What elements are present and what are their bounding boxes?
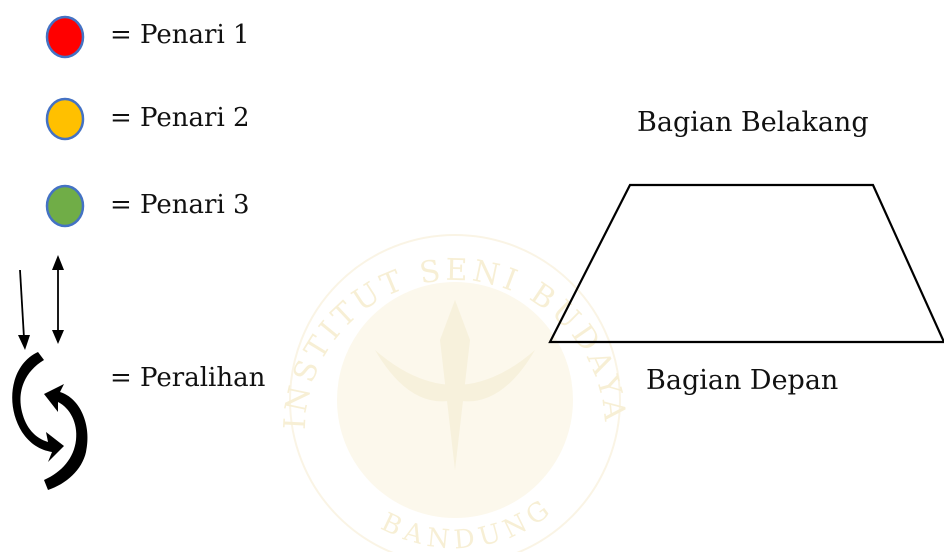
dancer-3-dot bbox=[45, 184, 85, 228]
seal-emblem bbox=[440, 300, 470, 470]
dancer-1-dot bbox=[45, 15, 85, 59]
seal-emblem-wings bbox=[375, 350, 535, 402]
stage-back-label: Bagian Belakang bbox=[637, 107, 869, 138]
legend-label-dancer-1: = Penari 1 bbox=[110, 20, 250, 50]
transition-icon bbox=[12, 352, 88, 490]
stage-outline bbox=[548, 183, 944, 344]
legend-label-transition: = Peralihan bbox=[110, 363, 266, 393]
seal-inner-disc bbox=[337, 282, 573, 518]
legend-label-dancer-3: = Penari 3 bbox=[110, 190, 250, 220]
legend-label-dancer-2: = Penari 2 bbox=[110, 103, 250, 133]
dancer-2-dot bbox=[45, 97, 85, 141]
seal-outer-ring bbox=[289, 234, 621, 552]
movement-arrows-icon bbox=[18, 255, 64, 350]
stage-front-label: Bagian Depan bbox=[646, 365, 839, 396]
